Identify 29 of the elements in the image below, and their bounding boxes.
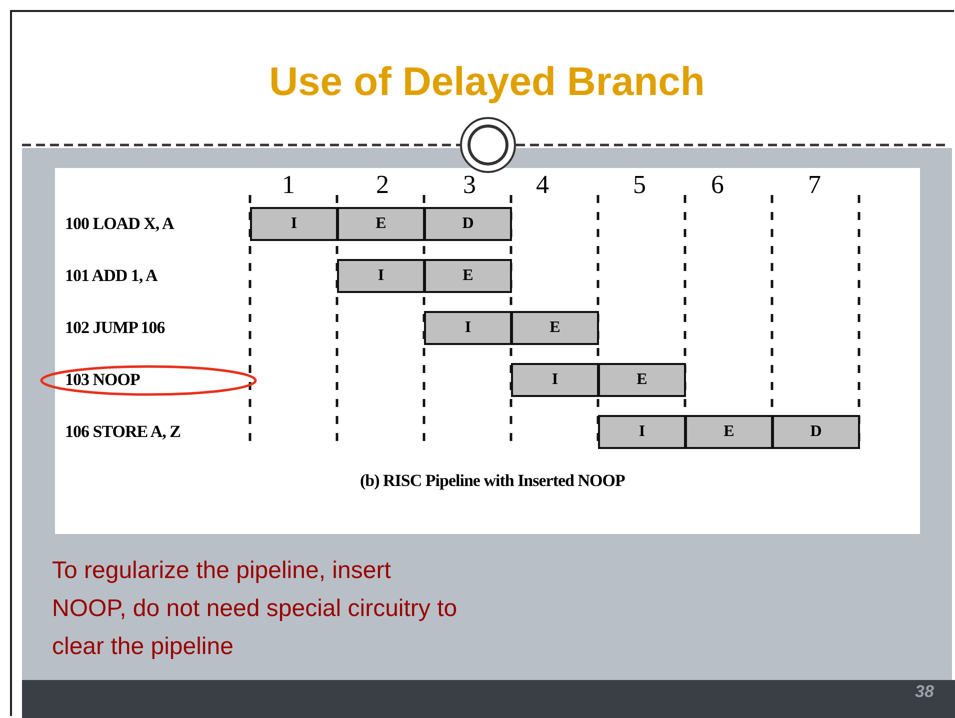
page-number: 38 xyxy=(915,682,934,702)
stage-box: E xyxy=(598,363,686,397)
instruction-label: 106 STORE A, Z xyxy=(65,422,181,442)
stage-box: I xyxy=(511,363,599,397)
stage-box: E xyxy=(337,207,425,241)
slide-title: Use of Delayed Branch xyxy=(268,60,706,105)
instruction-label: 101 ADD 1, A xyxy=(65,266,158,286)
stage-box: D xyxy=(772,415,860,449)
stage-box: E xyxy=(685,415,773,449)
stage-box: D xyxy=(424,207,512,241)
column-number: 7 xyxy=(808,170,821,200)
column-number: 1 xyxy=(282,170,295,200)
instruction-label: 100 LOAD X, A xyxy=(65,214,174,234)
stage-box: I xyxy=(424,311,512,345)
stage-box: I xyxy=(337,259,425,293)
highlight-ellipse xyxy=(40,365,257,396)
note-text: To regularize the pipeline, insert NOOP, do not need special circuitry to clear the pipeline xyxy=(52,556,458,662)
column-number: 2 xyxy=(376,170,389,200)
diagram-caption: (b) RISC Pipeline with Inserted NOOP xyxy=(360,471,625,491)
instruction-label: 102 JUMP 106 xyxy=(65,318,165,338)
column-number: 4 xyxy=(536,170,549,200)
column-number: 6 xyxy=(711,170,724,200)
stage-box: E xyxy=(511,311,599,345)
stage-box: I xyxy=(250,207,338,241)
instruction-label: 103 NOOP xyxy=(65,370,140,390)
column-number: 5 xyxy=(633,170,646,200)
stage-box: E xyxy=(424,259,512,293)
column-number: 3 xyxy=(463,170,476,200)
stage-box: I xyxy=(598,415,686,449)
